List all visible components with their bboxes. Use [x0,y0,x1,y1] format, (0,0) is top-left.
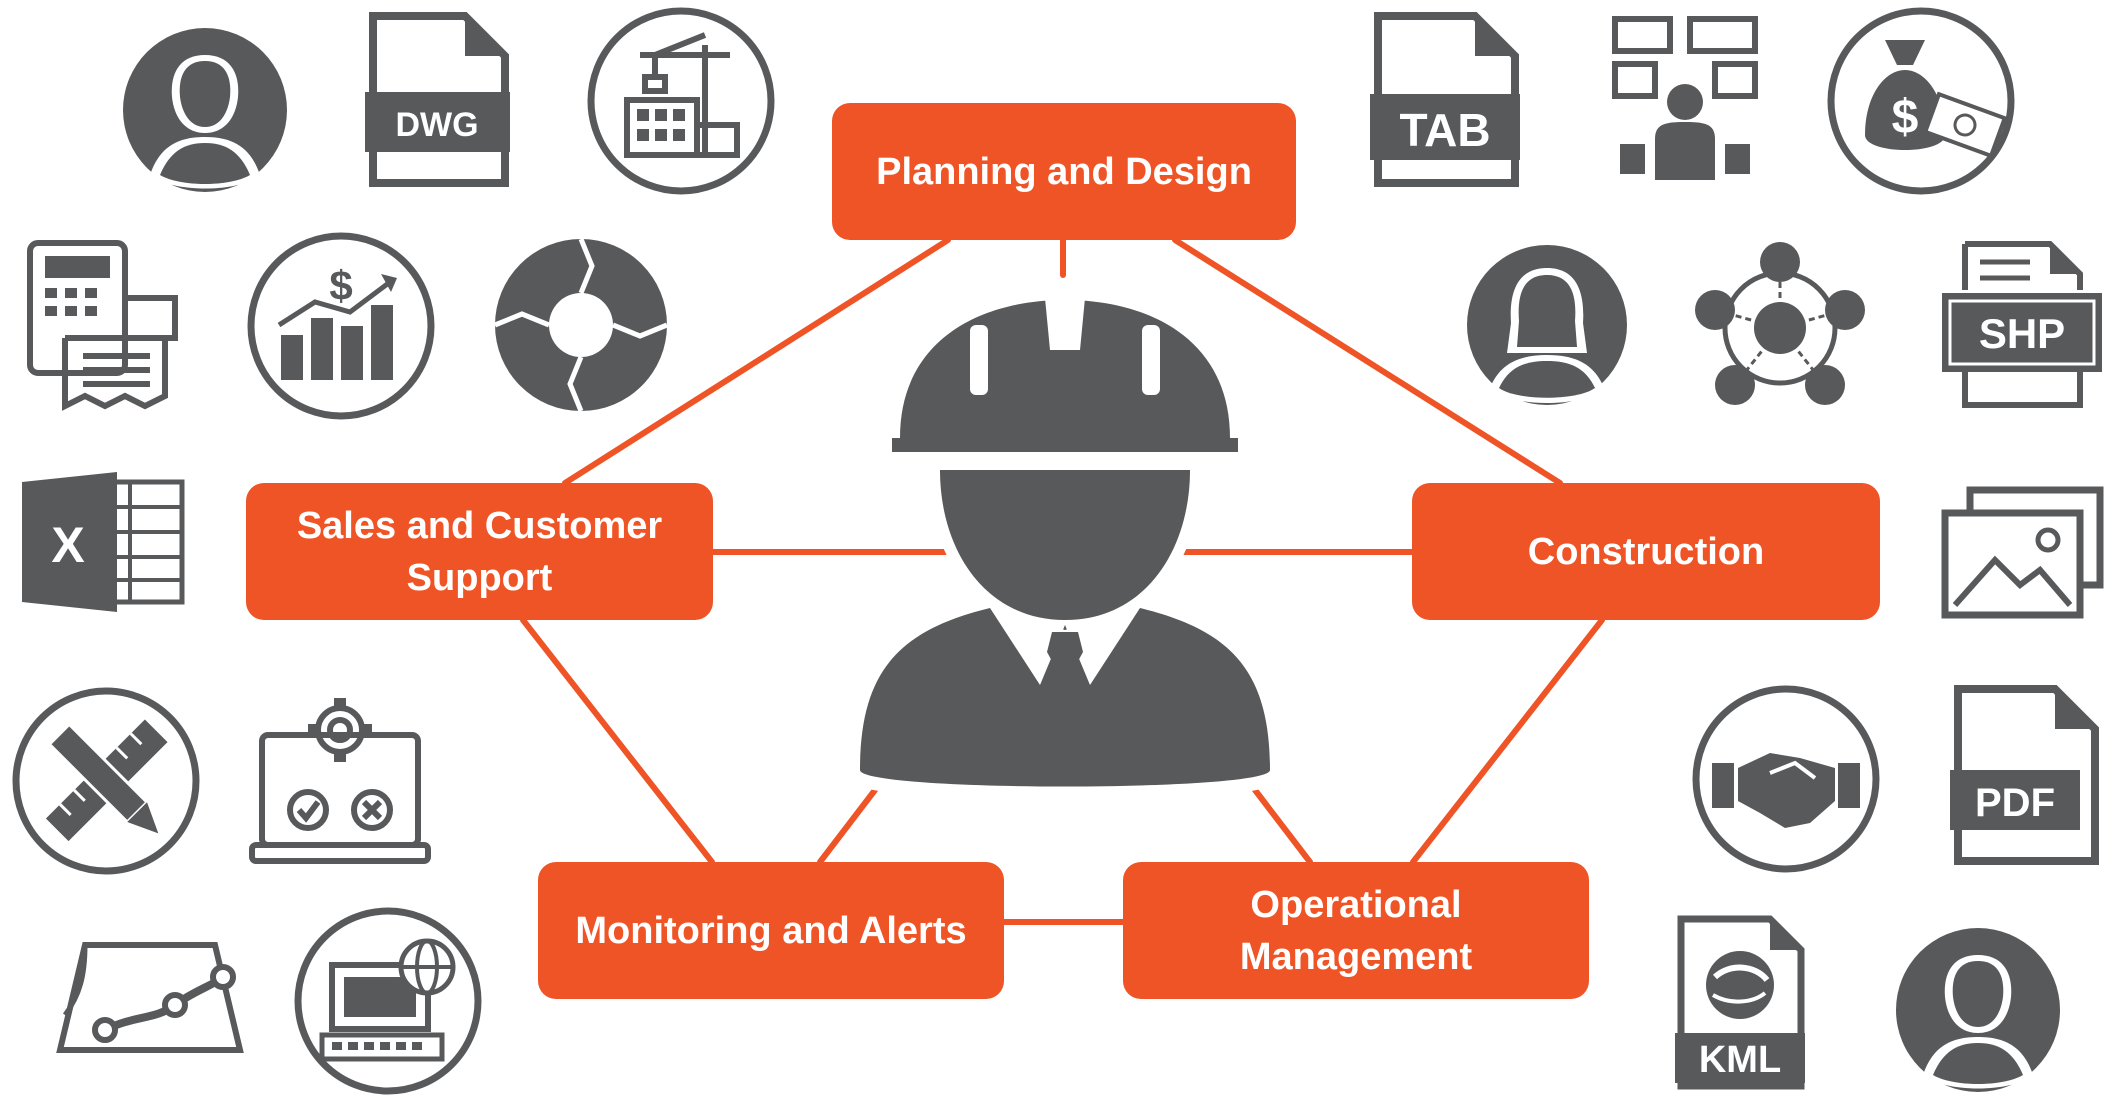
cycle-icon [492,236,670,414]
planning-design-box: Planning and Design [832,103,1296,240]
kml-icon-label: KML [1699,1039,1781,1081]
meeting-icon [1610,14,1760,184]
handshake-icon [1690,683,1882,875]
tab-file-icon: TAB [1370,12,1520,187]
line-planning-construction [1172,237,1563,486]
excel-icon: X [22,472,187,612]
dwg-file-icon: DWG [365,12,510,187]
operational-management-box: Operational Management [1123,862,1589,999]
person-icon [1893,925,2063,1095]
shp-icon-label: SHP [1979,310,2065,357]
route-map-icon [55,935,245,1060]
line-planning-sales [562,237,951,486]
line-sales-monitoring [520,617,715,865]
engineer-icon [840,280,1290,800]
network-icon [1690,240,1870,410]
woman-icon [1465,243,1630,408]
planning-design-label: Planning and Design [876,150,1252,193]
line-operational-center [1252,787,1313,865]
svg-text:$: $ [329,262,352,309]
laptop-settings-icon [249,690,431,865]
excel-icon-label: X [51,517,84,573]
svg-text:$: $ [1892,91,1919,144]
image-gallery-icon [1940,485,2105,620]
tab-icon-label: TAB [1399,104,1490,156]
shp-file-icon: SHP [1940,240,2105,410]
sales-support-box: Sales and Customer Support [246,483,713,620]
money-bag-icon: $ [1825,5,2017,197]
sales-support-label: Sales and Customer Support [296,504,663,599]
monitoring-alerts-label: Monitoring and Alerts [575,909,967,952]
person-icon [120,25,290,195]
calculator-receipt-icon [25,238,185,413]
construction-crane-icon [585,5,777,197]
line-monitoring-center [817,787,878,865]
ruler-pencil-icon [10,685,202,877]
laptop-globe-icon [292,905,484,1097]
monitoring-alerts-box: Monitoring and Alerts [538,862,1004,999]
operational-management-label: Operational Management [1239,883,1473,978]
pdf-file-icon: Deleted line due to token limit; reconst… [1950,685,2100,865]
line-construction-operational [1410,617,1605,865]
pdf-icon-label: PDF [1975,781,2055,825]
revenue-growth-icon: $ [245,230,437,422]
construction-box: Construction [1412,483,1880,620]
kml-file-icon: KML [1675,915,1805,1090]
construction-label: Construction [1527,530,1765,573]
dwg-icon-label: DWG [395,106,478,144]
